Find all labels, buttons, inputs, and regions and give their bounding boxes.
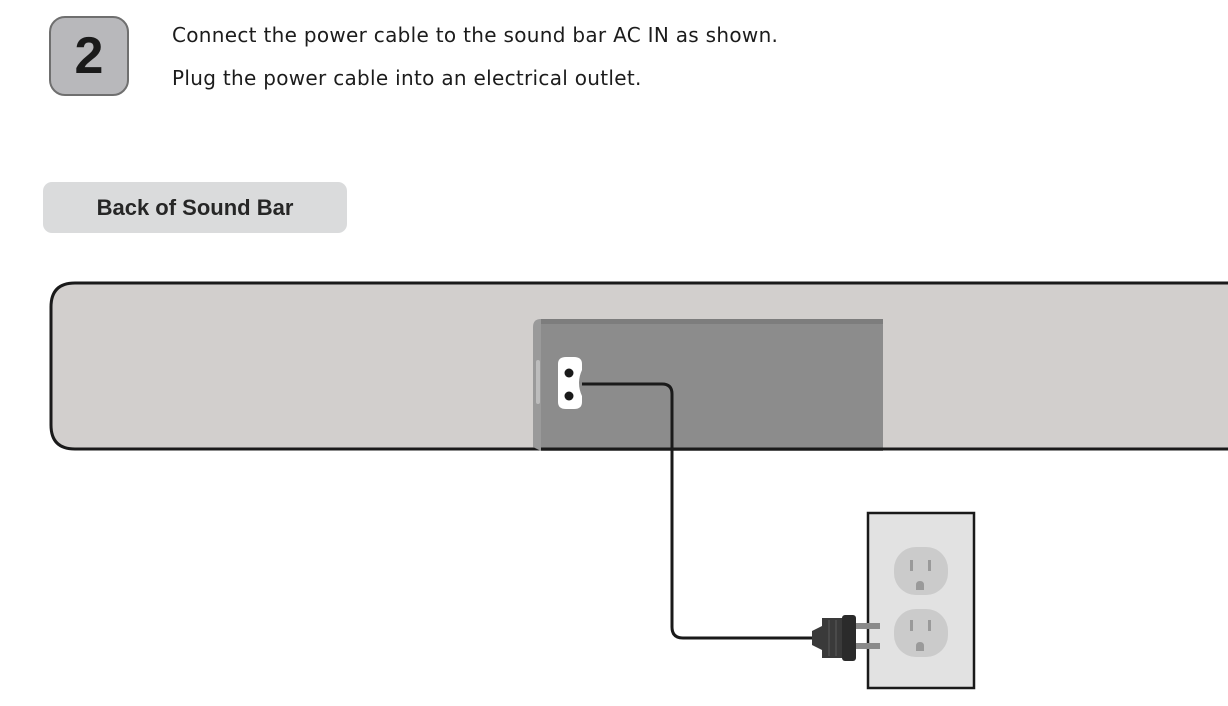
upper-receptacle [894,547,948,595]
back-of-sound-bar-label: Back of Sound Bar [43,182,347,233]
back-of-sound-bar-text: Back of Sound Bar [96,194,294,220]
power-cable [582,382,812,640]
power-plug-icon [812,615,880,661]
lower-receptacle [894,609,948,657]
instruction-plug-outlet: Plug the power cable into an electrical … [172,66,642,90]
ac-in-port-icon [558,357,582,409]
wall-outlet-icon [866,511,976,690]
step-badge: 2 [49,16,129,96]
step-number: 2 [74,27,104,85]
rear-connector-panel [533,319,883,451]
instruction-connect-cable: Connect the power cable to the sound bar… [172,23,779,47]
